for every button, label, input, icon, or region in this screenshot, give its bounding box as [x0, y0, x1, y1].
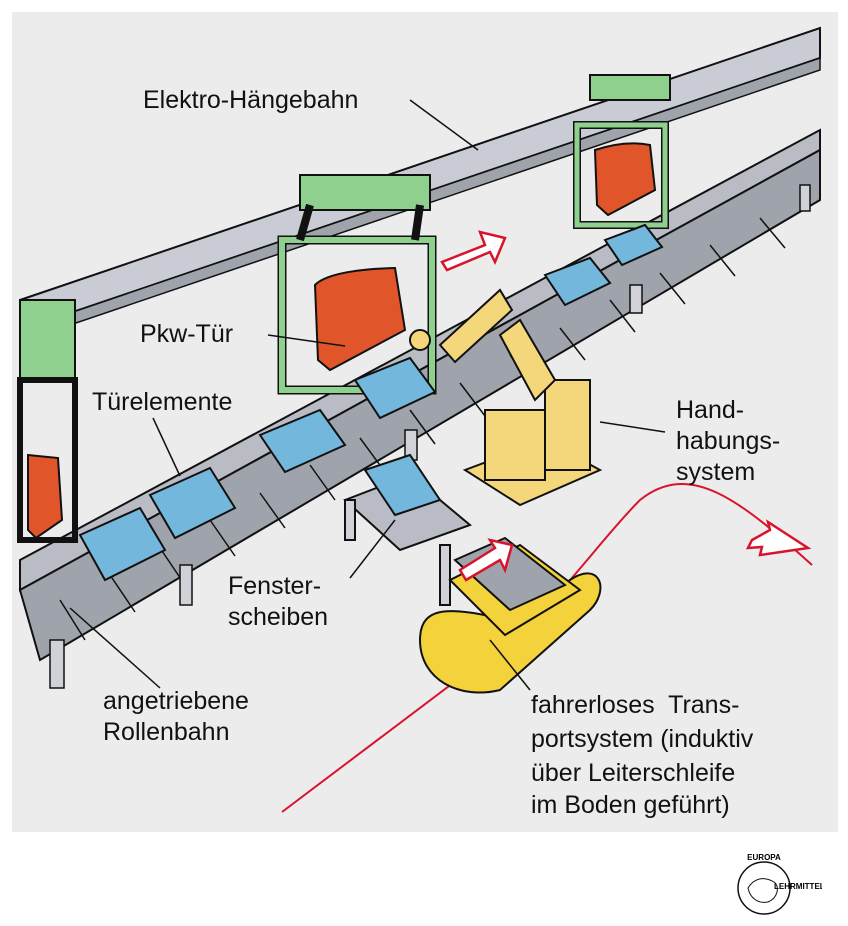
- label-handhabung-line1: Hand-: [676, 396, 745, 424]
- label-fenster-line1: Fenster-: [228, 572, 322, 600]
- label-handhabung-line3: system: [676, 458, 756, 486]
- europa-lehrmittel-logo-icon: EUROPA LEHRMITTEL: [737, 853, 822, 915]
- leader-lines: [69, 99, 666, 691]
- label-handhabung-line2: habungs-: [676, 427, 781, 455]
- label-rollenbahn-line1: angetriebene: [103, 687, 249, 715]
- hanger-2: [573, 74, 671, 229]
- logo-top-text: EUROPA: [747, 853, 781, 862]
- label-fts-line4: im Boden geführt): [531, 791, 730, 819]
- direction-arrow-icon: [440, 230, 812, 582]
- handling-robot: [409, 288, 603, 507]
- label-elektro-haengebahn: Elektro-Hängebahn: [143, 86, 359, 114]
- label-rollenbahn-line2: Rollenbahn: [103, 718, 230, 746]
- window-pane-table: [343, 453, 472, 606]
- label-pkw-tuer: Pkw-Tür: [140, 320, 234, 348]
- label-fts-line2: portsystem (induktiv: [531, 725, 754, 753]
- label-fts-line3: über Leiterschleife: [531, 759, 736, 787]
- label-fenster-line2: scheiben: [228, 603, 329, 631]
- hanger-0: [17, 299, 78, 543]
- door-elements: [78, 223, 664, 582]
- logo-side-text: LEHRMITTEL: [774, 882, 822, 891]
- label-fts-line1: fahrerloses Trans-: [531, 691, 740, 719]
- label-tuerelemente: Türelemente: [92, 388, 233, 416]
